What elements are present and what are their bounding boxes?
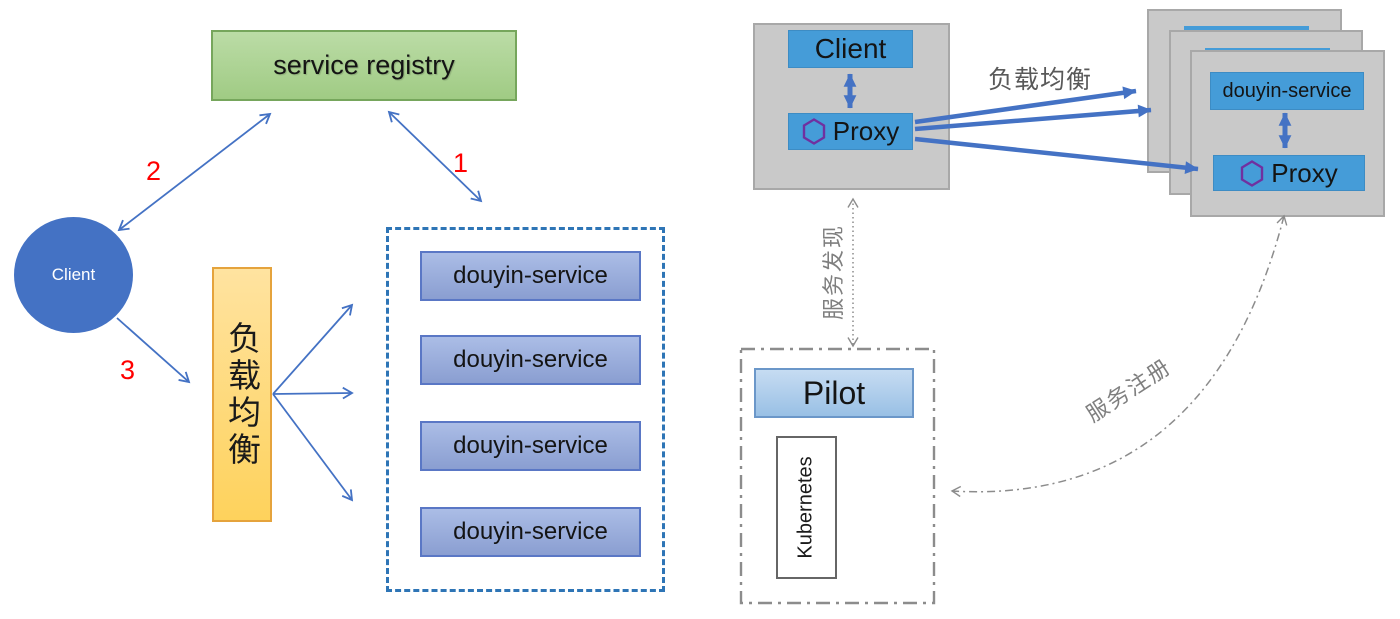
hidden-service-peek bbox=[1184, 26, 1309, 31]
load-balance-annotation: 负载均衡 bbox=[988, 66, 1093, 94]
step-label-3: 3 bbox=[120, 355, 136, 385]
service-instance-label: douyin-service bbox=[453, 518, 608, 545]
client-circle-label: Client bbox=[51, 265, 96, 284]
arrow-client-registry bbox=[117, 112, 272, 232]
service-discovery-annotation: 服务发现 bbox=[821, 223, 846, 321]
pod-proxy-box: Proxy bbox=[788, 113, 913, 150]
service-registry-label: service registry bbox=[273, 50, 455, 80]
service-instance-label: douyin-service bbox=[453, 262, 608, 289]
proxy-hexagon-icon bbox=[1241, 159, 1264, 187]
service-card-front: douyin-service Proxy bbox=[1190, 50, 1385, 217]
load-balancer-label: 负载均衡 bbox=[223, 320, 261, 469]
service-instance-label: douyin-service bbox=[453, 432, 608, 459]
service-registration-annotation: 服务注册 bbox=[1081, 353, 1176, 427]
service-registry-box: service registry bbox=[211, 30, 517, 101]
card-proxy-label: Proxy bbox=[1271, 157, 1338, 188]
step-label-2: 2 bbox=[146, 156, 162, 186]
pod-client-box: Client bbox=[788, 30, 913, 68]
step-label-1: 1 bbox=[453, 148, 469, 178]
service-instance-label: douyin-service bbox=[453, 346, 608, 373]
client-circle: Client bbox=[14, 217, 133, 333]
pod-client-label: Client bbox=[814, 33, 887, 64]
proxy-hexagon-icon bbox=[802, 118, 825, 145]
load-balancer-box: 负载均衡 bbox=[212, 267, 272, 522]
service-registration-arrow bbox=[950, 214, 1288, 498]
card-service-box: douyin-service bbox=[1210, 72, 1364, 110]
lb-arrow-middle bbox=[914, 104, 1152, 132]
card-proxy-box: Proxy bbox=[1213, 155, 1365, 191]
service-instance-box-1: douyin-service bbox=[420, 251, 641, 301]
pod-proxy-label: Proxy bbox=[832, 116, 900, 146]
pilot-box: Pilot bbox=[754, 368, 914, 418]
card-service-label: douyin-service bbox=[1222, 79, 1352, 102]
service-instance-box-4: douyin-service bbox=[420, 507, 641, 557]
fan-arrow-middle bbox=[272, 386, 354, 400]
kubernetes-label: Kubernetes bbox=[795, 456, 818, 559]
service-cluster-container bbox=[386, 227, 665, 592]
service-instance-box-3: douyin-service bbox=[420, 421, 641, 471]
fan-arrow-bottom bbox=[272, 393, 354, 502]
service-instance-box-2: douyin-service bbox=[420, 335, 641, 385]
fan-arrow-top bbox=[272, 303, 354, 395]
pilot-label: Pilot bbox=[802, 374, 866, 411]
kubernetes-box: Kubernetes bbox=[776, 436, 837, 579]
